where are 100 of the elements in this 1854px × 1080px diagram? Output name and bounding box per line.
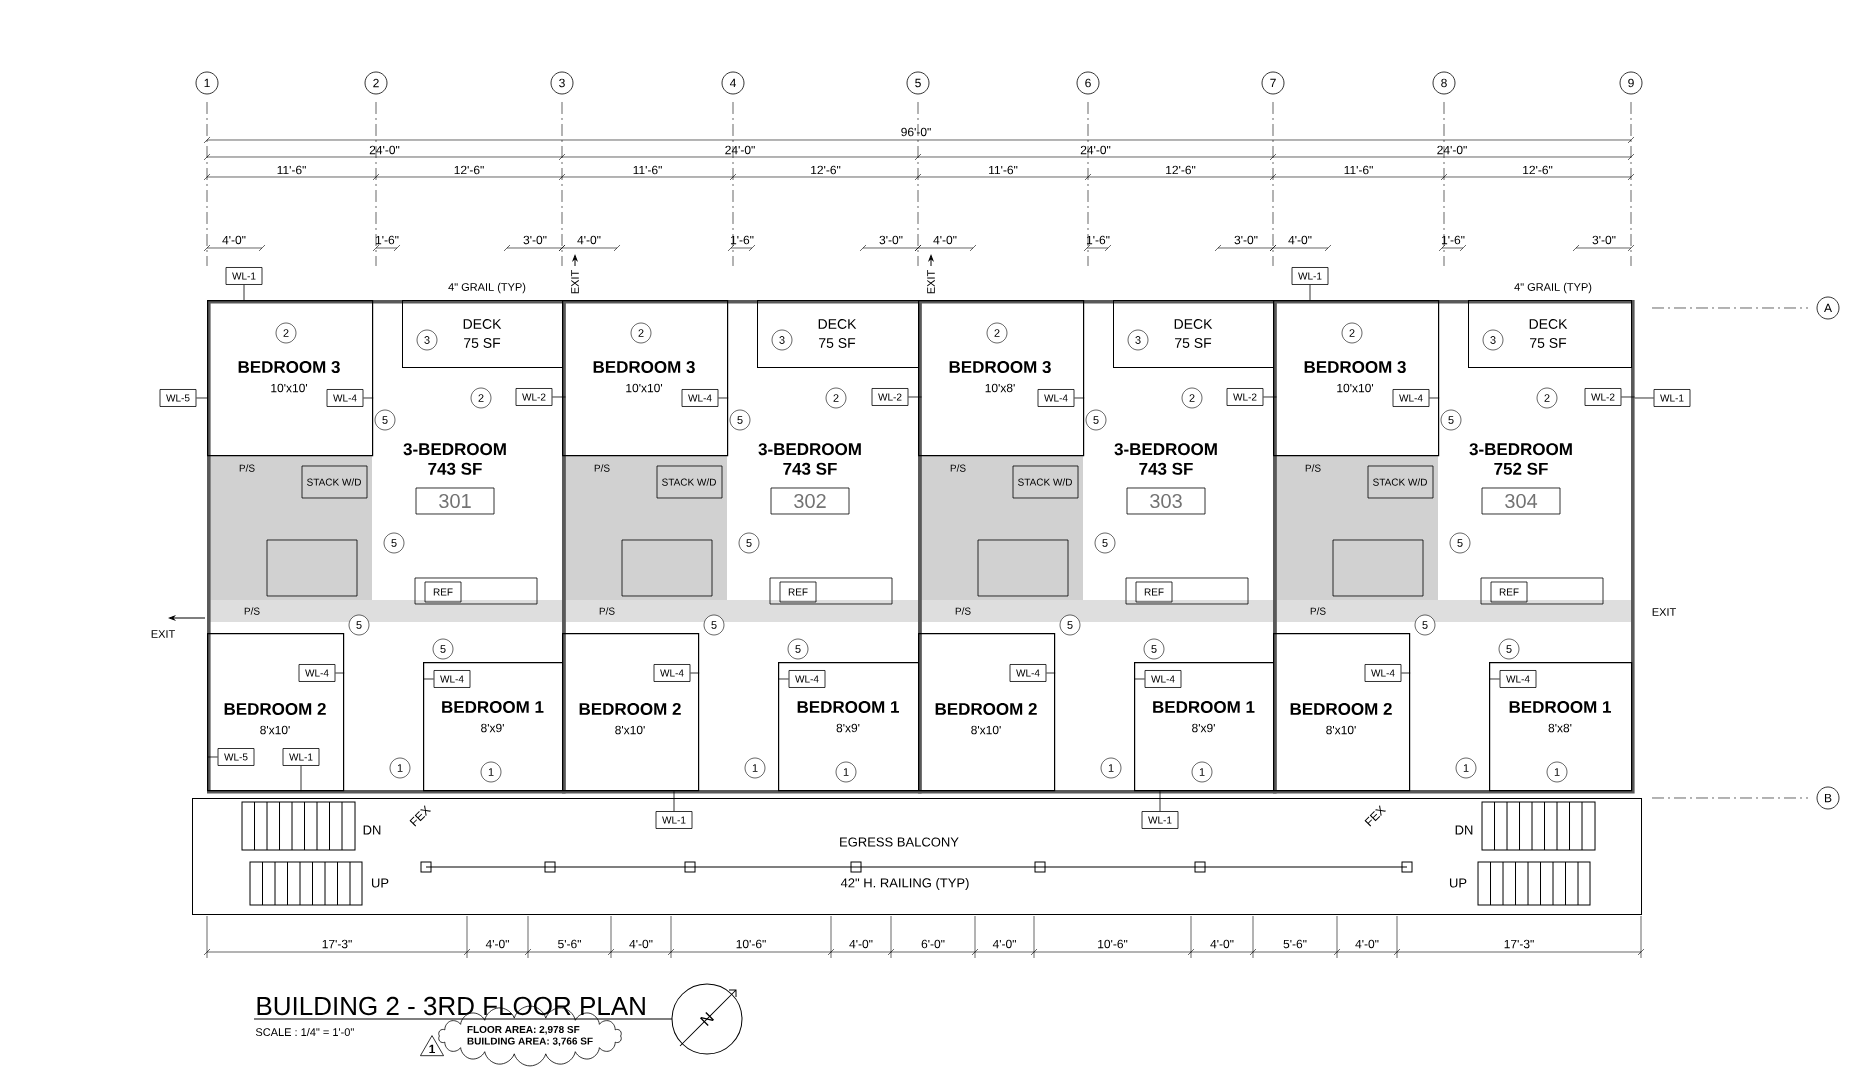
door-tag: 5: [348, 614, 370, 636]
railing-label: 42" H. RAILING (TYP): [840, 877, 969, 891]
wall-tag: WL-1: [282, 748, 320, 766]
fixture-label: P/S: [950, 464, 966, 472]
fixture-label: P/S: [594, 464, 610, 472]
door-tag: 3: [1482, 329, 1504, 351]
dimension-text: 4'-0": [1288, 235, 1312, 245]
leader-line: [718, 397, 729, 399]
fixture-label: REF: [1499, 588, 1519, 596]
leader-line: [552, 396, 566, 398]
dimension-text: 3'-0": [1592, 235, 1616, 245]
leader-line: [1621, 396, 1635, 398]
door-tag: 5: [1414, 614, 1436, 636]
leader-line: [1263, 396, 1277, 398]
leader-line: [1488, 678, 1500, 680]
dimension-text: 4'-0": [1210, 939, 1234, 949]
leader-line: [206, 756, 218, 758]
wall-tag: WL-4: [433, 670, 471, 688]
leader-line: [690, 672, 700, 674]
wall-tag: WL-4: [326, 389, 364, 407]
leader-line: [422, 678, 434, 680]
grid-bubble: 2: [364, 71, 388, 95]
fixture-label: P/S: [599, 607, 615, 615]
door-tag: 2: [1181, 387, 1203, 409]
wall-tag: WL-4: [1364, 664, 1402, 682]
dimension-text: 4'-0": [933, 235, 957, 245]
door-tag: 2: [630, 322, 652, 344]
fixture-label: STACK W/D: [1373, 478, 1427, 486]
door-tag: 1: [1191, 761, 1213, 783]
door-tag: 1: [835, 761, 857, 783]
grid-bubble: 8: [1432, 71, 1456, 95]
exit-label: EXIT: [1652, 608, 1676, 616]
dimension-text: 5'-6": [1283, 939, 1307, 949]
grid-bubble: A: [1816, 296, 1840, 320]
dimension-text: 4'-0": [629, 939, 653, 949]
door-tag: 5: [787, 638, 809, 660]
wall-tag: WL-1: [1141, 811, 1179, 829]
fixture-label: REF: [788, 588, 808, 596]
fixture-label: STACK W/D: [307, 478, 361, 486]
wall-tag: WL-2: [1584, 388, 1622, 406]
leader-line: [363, 397, 374, 399]
unit-number: 302: [770, 487, 850, 515]
exit-label: EXIT: [571, 270, 579, 294]
dimension-text: 4'-0": [849, 939, 873, 949]
dimension-text: 12'-6": [811, 165, 841, 175]
wall-tag: WL-2: [871, 388, 909, 406]
unit-number: 303: [1126, 487, 1206, 515]
door-tag: 5: [432, 638, 454, 660]
grid-bubble: 9: [1619, 71, 1643, 95]
dimension-text: 17'-3": [1504, 939, 1534, 949]
dimension-text: 1'-6": [375, 235, 399, 245]
door-tag: 5: [738, 532, 760, 554]
fixture-label: STACK W/D: [1018, 478, 1072, 486]
dimension-text: 11'-6": [1344, 165, 1373, 175]
leader-line: [1133, 678, 1145, 680]
door-tag: 2: [986, 322, 1008, 344]
grid-bubble: 1: [195, 71, 219, 95]
door-tag: 1: [744, 757, 766, 779]
door-tag: 1: [1546, 761, 1568, 783]
leader-line: [243, 284, 245, 301]
fixture-label: REF: [433, 588, 453, 596]
grid-bubble: 6: [1076, 71, 1100, 95]
dimension-text: 12'-6": [454, 165, 484, 175]
door-tag: 3: [1127, 329, 1149, 351]
leader-line: [196, 397, 208, 399]
dimension-text: 10'-6": [736, 939, 766, 949]
stair-label: UP: [372, 878, 389, 888]
dimension-text: 4'-0": [1355, 939, 1379, 949]
dimension-text: 12'-6": [1166, 165, 1196, 175]
wall-tag: WL-1: [225, 267, 263, 285]
dimension-text: 3'-0": [879, 235, 903, 245]
leader-line: [1429, 397, 1440, 399]
fixture-label: REF: [1144, 588, 1164, 596]
dimension-text: 24'-0": [1080, 145, 1111, 155]
note: 4" GRAIL (TYP): [448, 282, 526, 294]
dimension-text: 4'-0": [577, 235, 601, 245]
dimension-text: 1'-6": [730, 235, 754, 245]
door-tag: 5: [374, 409, 396, 431]
wall-tag: WL-4: [1037, 389, 1075, 407]
door-tag: 5: [1059, 614, 1081, 636]
dimension-text: 17'-3": [322, 939, 352, 949]
fixture-label: P/S: [244, 607, 260, 615]
door-tag: 5: [383, 532, 405, 554]
fixture-label: P/S: [239, 464, 255, 472]
dimension-text: 12'-6": [1523, 165, 1553, 175]
dimension-text: 5'-6": [558, 939, 581, 949]
dimension-text: 1'-6": [1441, 235, 1465, 245]
fixture-label: P/S: [1305, 464, 1321, 472]
door-tag: 5: [1085, 409, 1107, 431]
leader-line: [1046, 672, 1056, 674]
north-label: N: [700, 1011, 715, 1027]
dimension-text: 11'-6": [633, 165, 662, 175]
fixture-label: STACK W/D: [662, 478, 716, 486]
leader-line: [1401, 672, 1411, 674]
dimension-text: 4'-0": [485, 939, 509, 949]
door-tag: 2: [1341, 322, 1363, 344]
leader-line: [1159, 790, 1161, 812]
wall-tag: WL-4: [1009, 664, 1047, 682]
door-tag: 5: [1498, 638, 1520, 660]
door-tag: 1: [389, 757, 411, 779]
